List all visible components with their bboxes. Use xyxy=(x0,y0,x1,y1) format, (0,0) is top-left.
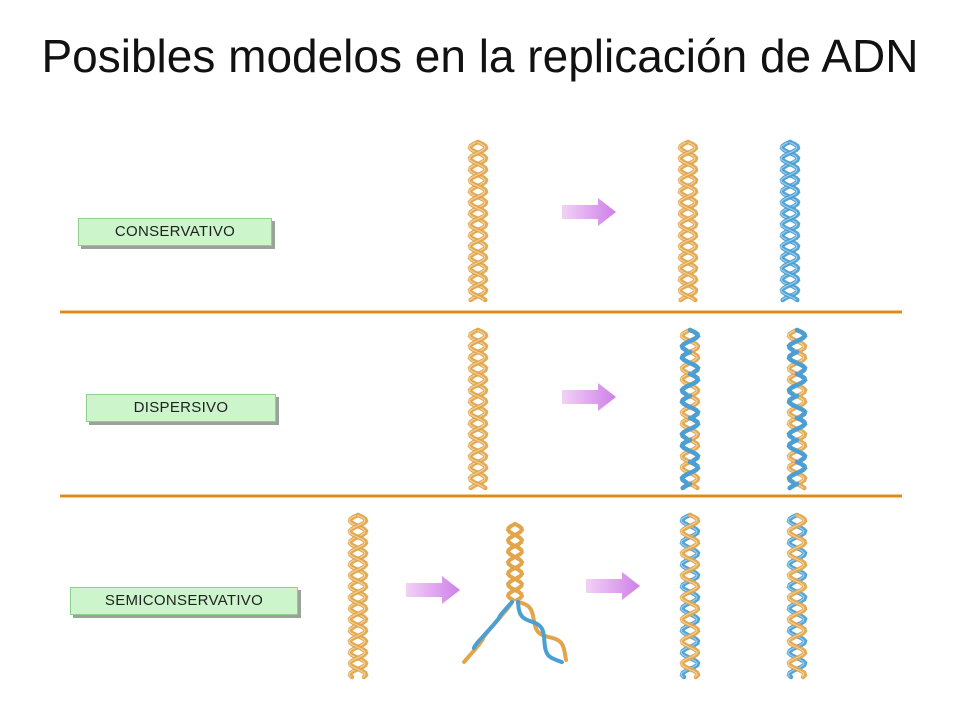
dna-helix-parental xyxy=(467,327,489,491)
section-divider xyxy=(60,494,902,498)
arrow-icon xyxy=(562,383,616,411)
dna-helix-parental xyxy=(467,139,489,303)
arrow-icon xyxy=(562,198,616,226)
dna-helix-hybrid xyxy=(679,512,701,680)
dna-helix-parental xyxy=(347,512,369,680)
section-divider xyxy=(60,310,902,314)
model-label-dispersivo: DISPERSIVO xyxy=(86,394,276,422)
replication-fork xyxy=(462,522,569,665)
model-label-semiconservativo: SEMICONSERVATIVO xyxy=(70,587,298,615)
model-label-conservativo: CONSERVATIVO xyxy=(78,218,272,246)
dna-helix-dispersed xyxy=(679,327,701,491)
dna-helix-new xyxy=(779,139,801,303)
dna-helix-parental xyxy=(677,139,699,303)
page-title: Posibles modelos en la replicación de AD… xyxy=(41,30,919,82)
arrow-icon xyxy=(406,576,460,604)
dna-helix-dispersed xyxy=(786,327,808,491)
dna-helix-hybrid xyxy=(786,512,808,680)
arrow-icon xyxy=(586,572,640,600)
